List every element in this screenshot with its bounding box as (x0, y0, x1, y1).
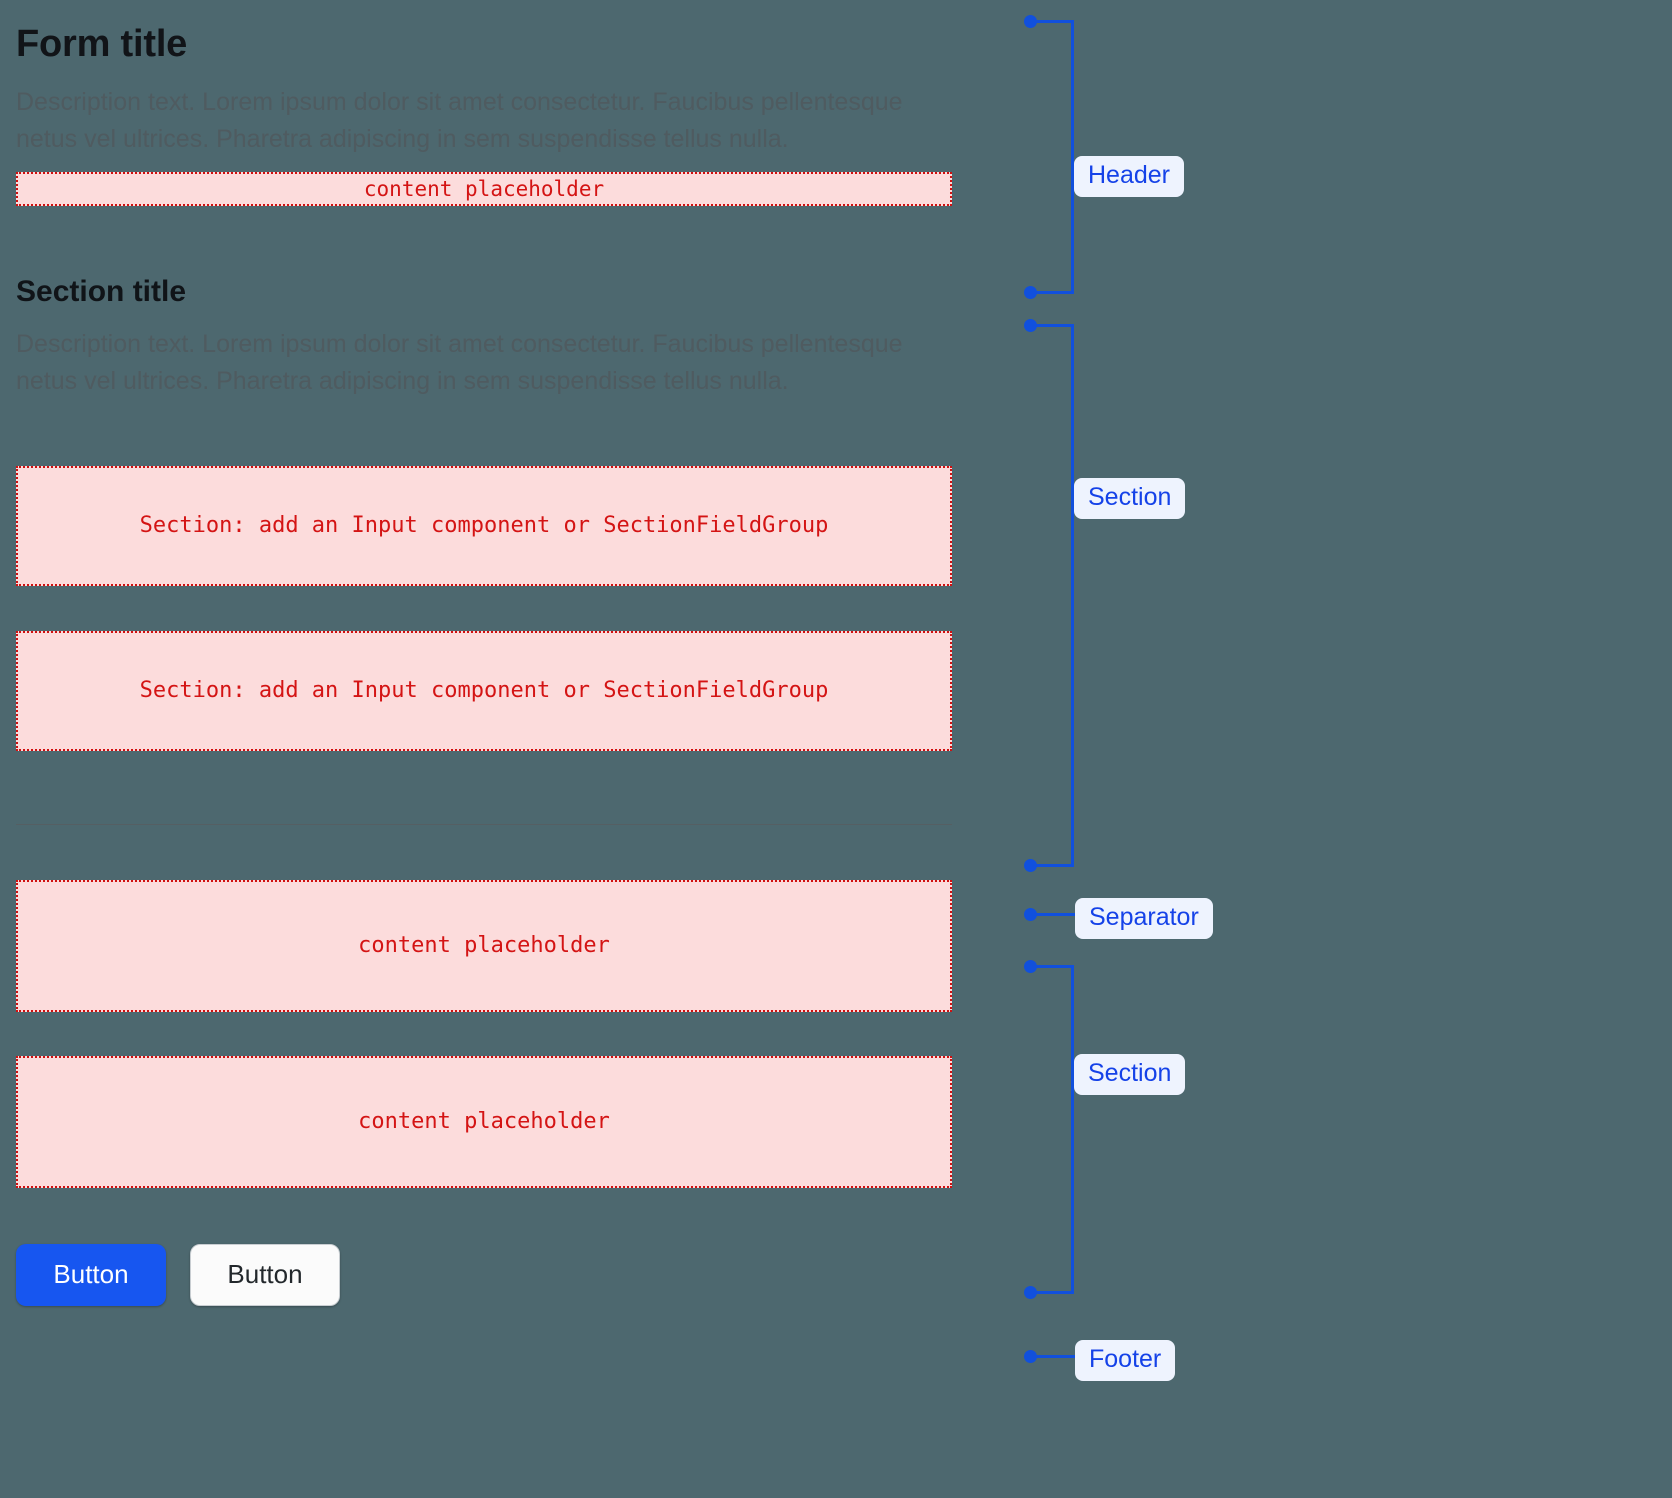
page-title: Form title (16, 23, 188, 65)
annotation-bracket-section-two (1071, 965, 1074, 1294)
section-two-placeholder-1-label: content placeholder (358, 933, 610, 959)
section-two-placeholder-2: content placeholder (16, 1055, 952, 1188)
annotation-leader-header-top (1030, 20, 1074, 23)
secondary-button[interactable]: Button (190, 1243, 340, 1306)
annotation-dot-header-bottom (1024, 286, 1037, 299)
annotation-bracket-header (1071, 20, 1074, 294)
header-description: Description text. Lorem ipsum dolor sit … (16, 87, 903, 153)
section-field-placeholder-1-label: Section: add an Input component or Secti… (139, 513, 829, 539)
annotation-label-separator: Separator (1075, 898, 1213, 939)
section-field-placeholder-2-label: Section: add an Input component or Secti… (139, 678, 829, 704)
header-content-placeholder: content placeholder (16, 171, 952, 206)
section-two-placeholder-2-label: content placeholder (358, 1109, 610, 1135)
annotation-leader-section-two-top (1030, 965, 1074, 968)
annotation-label-header: Header (1074, 156, 1184, 197)
form-container: Form title Description text. Lorem ipsum… (16, 0, 952, 1306)
annotation-bracket-section (1071, 324, 1074, 867)
primary-button[interactable]: Button (16, 1243, 166, 1306)
annotation-dot-section-two-bottom (1024, 1286, 1037, 1299)
footer-actions: Button Button (16, 1243, 952, 1306)
separator (16, 823, 952, 825)
annotation-leader-section-bottom (1030, 864, 1074, 867)
annotation-leader-section-top (1030, 324, 1074, 327)
section-title: Section title (16, 274, 187, 308)
annotation-label-section: Section (1074, 478, 1186, 519)
section-description: Description text. Lorem ipsum dolor sit … (16, 329, 903, 395)
annotation-label-section-two: Section (1074, 1054, 1186, 1095)
section-field-placeholder-1: Section: add an Input component or Secti… (16, 465, 952, 586)
header-placeholder-label: content placeholder (363, 176, 605, 201)
annotation-leader-header-bottom (1030, 291, 1074, 294)
section-two-placeholder-1: content placeholder (16, 879, 952, 1012)
section-field-placeholder-2: Section: add an Input component or Secti… (16, 630, 952, 751)
annotation-dot-section-bottom (1024, 859, 1037, 872)
annotation-leader-section-two-bottom (1030, 1291, 1074, 1294)
annotation-label-footer: Footer (1075, 1340, 1176, 1381)
